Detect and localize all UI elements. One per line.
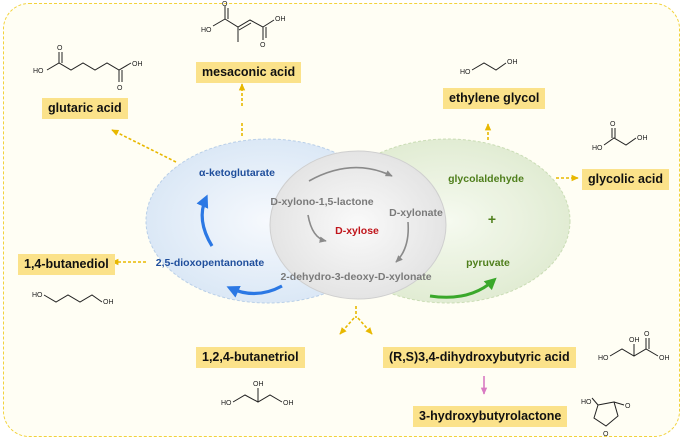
mesaconic-o2: O <box>260 42 266 49</box>
mesaconic-acid-structure <box>212 6 275 42</box>
xylose-label: D-xylose <box>335 225 379 237</box>
xylonate-label: D-xylonate <box>389 207 443 219</box>
glutaric-acid-structure <box>46 52 132 82</box>
hbl-o1: O <box>625 403 631 410</box>
glutaric-o1: O <box>57 45 63 52</box>
pyruvate-label: pyruvate <box>466 257 510 269</box>
dehydro-to-dioxo-arrow <box>226 284 283 298</box>
butanediol-ho: HO <box>32 292 43 299</box>
mesaconic-ho: HO <box>201 27 212 34</box>
butanetriol-ho1: HO <box>221 400 232 407</box>
glycolic-o: O <box>610 121 616 128</box>
glutaric-acid-label: glutaric acid <box>42 98 128 119</box>
dihydroxybutyric-structure <box>609 338 659 357</box>
dioxo-label: 2,5-dioxopentanonate <box>156 257 265 269</box>
dhba-ho: HO <box>598 355 609 362</box>
hydroxybutyrolactone-structure <box>591 397 625 427</box>
glutaric-oh: OH <box>132 61 143 68</box>
ethylene-glycol-structure <box>471 62 507 71</box>
mesaconic-o1: O <box>222 1 228 8</box>
akg-label: α-ketoglutarate <box>199 167 275 179</box>
butanediol-label: 1,4-butanediol <box>18 254 115 275</box>
butanediol-oh: OH <box>103 299 114 306</box>
glutaric-o2: O <box>117 85 123 92</box>
dehydro-label: 2-dehydro-3-deoxy-D-xylonate <box>280 271 431 283</box>
glycolaldehyde-label: glycolaldehyde <box>448 173 524 185</box>
ethylene-glycol-label: ethylene glycol <box>443 88 546 109</box>
xylonate-to-dehydro-arrow <box>395 221 410 263</box>
dhba-oh1: OH <box>629 337 640 344</box>
mesaconic-acid-label: mesaconic acid <box>196 62 302 83</box>
butanetriol-label: 1,2,4-butanetriol <box>196 347 305 368</box>
butanetriol-oh2: OH <box>283 400 294 407</box>
glycolic-acid-structure <box>603 128 637 146</box>
dhba-oh2: OH <box>659 355 670 362</box>
arrow-to-butanetriol <box>339 317 355 335</box>
glycolic-acid-label: glycolic acid <box>582 169 670 190</box>
butanetriol-oh1: OH <box>253 381 264 388</box>
arrow-to-glutaric <box>111 129 177 163</box>
hydroxybutyrolactone-label: 3-hydroxybutyrolactone <box>413 406 568 427</box>
center-cycle-arrow <box>307 214 327 243</box>
eg-ho: HO <box>460 69 471 76</box>
hbl-ho: HO <box>581 399 592 406</box>
glycolic-ho: HO <box>592 145 603 152</box>
hbl-o2: O <box>603 431 609 438</box>
xylose-to-lactone-arrow <box>308 166 393 182</box>
dhba-o: O <box>644 331 650 338</box>
glycolic-oh: OH <box>637 135 648 142</box>
arrow-to-dihydroxybutyric <box>357 317 373 335</box>
butanediol-structure <box>43 294 103 303</box>
xylono-lactone-label: D-xylono-1,5-lactone <box>270 196 373 208</box>
plus-sign: + <box>488 211 496 227</box>
mesaconic-oh: OH <box>275 16 286 23</box>
butanetriol-structure <box>232 388 283 403</box>
eg-oh: OH <box>507 59 518 66</box>
glutaric-ho: HO <box>33 68 44 75</box>
dihydroxybutyric-acid-label: (R,S)3,4-dihydroxybutyric acid <box>383 347 576 368</box>
dehydro-to-pyruvate-arrow <box>429 277 497 299</box>
dioxo-to-akg-arrow <box>196 194 214 247</box>
